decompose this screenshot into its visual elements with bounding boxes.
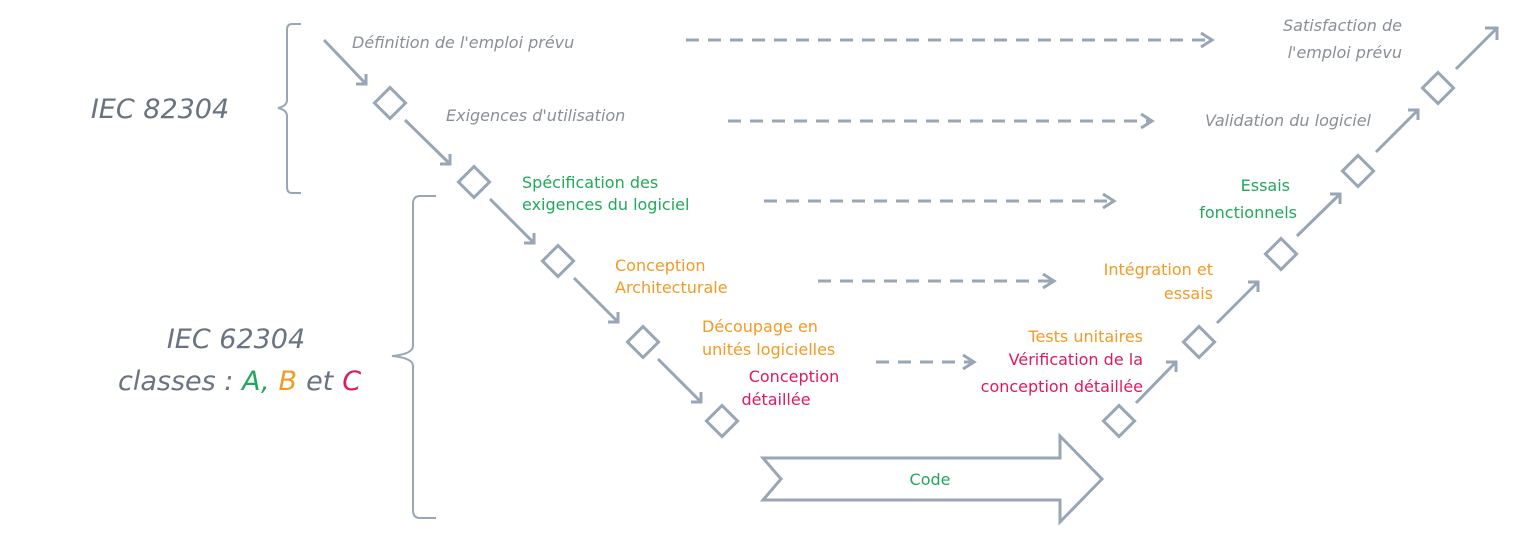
left-arrowhead-4 [608, 312, 620, 324]
right-arrowhead-2 [1248, 280, 1260, 292]
spec-label-line1: Spécification des [522, 173, 658, 192]
definition-label: Définition de l'emploi prévu [352, 33, 574, 52]
brace-iec82304 [277, 23, 301, 194]
essais-fonct-label-line1: Essais [1241, 176, 1290, 195]
decoupage-label-line1: Découpage en [702, 317, 818, 336]
right-arrow-1 [1134, 360, 1178, 405]
left-arrow-2 [403, 118, 452, 166]
left-arrow-5 [656, 357, 703, 404]
right-diamond-1 [1101, 403, 1137, 439]
iec62304-label: IEC 62304 [167, 324, 305, 355]
left-diamond-1 [372, 85, 408, 121]
dashed-head-2 [1140, 112, 1155, 130]
dashed-head-4 [1042, 272, 1057, 290]
right-arrowhead-1 [1166, 360, 1178, 372]
satisfaction-label-line2: l'emploi prévu [1288, 43, 1402, 62]
conc-arch-label-line2: Architecturale [615, 278, 728, 297]
spec-label-line2: exigences du logiciel [522, 195, 689, 214]
decoupage-label-line2: unités logicielles [702, 340, 835, 359]
class-a: A, [240, 366, 270, 397]
exigences-label: Exigences d'utilisation [446, 106, 625, 125]
right-arrowhead-5 [1485, 26, 1499, 40]
dashed-links [686, 31, 1215, 371]
dashed-head-3 [1102, 192, 1117, 210]
left-arrowhead-1 [356, 74, 368, 86]
left-diamond-3 [540, 243, 576, 279]
right-arrow-2 [1215, 280, 1260, 325]
classes-prefix: classes : [118, 366, 242, 397]
class-c: C [342, 366, 361, 397]
right-diamond-5 [1420, 70, 1456, 106]
brace-iec62304 [391, 195, 436, 519]
left-arrow-4 [572, 276, 620, 324]
left-arrowhead-5 [691, 392, 703, 404]
code-label: Code [910, 470, 951, 489]
essais-fonct-label-line2: fonctionnels [1199, 203, 1297, 222]
left-arrow-3 [488, 197, 536, 245]
left-diamond-2 [456, 164, 492, 200]
validation-label: Validation du logiciel [1205, 111, 1372, 130]
left-diamond-4 [625, 324, 661, 360]
right-arrowhead-3 [1330, 192, 1342, 204]
conc-detail-label-line1: Conception [749, 367, 840, 386]
verification-label-line1: Vérification de la [1009, 350, 1143, 369]
integration-label-line1: Intégration et [1104, 260, 1213, 279]
integration-label-line2: essais [1164, 284, 1213, 303]
left-arrowhead-2 [440, 154, 452, 166]
right-arrowhead-4 [1408, 108, 1420, 120]
right-diamond-3 [1263, 236, 1299, 272]
dashed-head-5 [962, 353, 977, 371]
right-arrow-3 [1295, 192, 1342, 238]
dashed-head-1 [1200, 31, 1215, 49]
right-diamond-2 [1181, 324, 1217, 360]
left-arrowhead-3 [524, 233, 536, 245]
class-b: B [279, 366, 298, 397]
and-word: et [306, 366, 335, 397]
right-diamond-4 [1340, 153, 1376, 189]
code-arrow [759, 432, 1105, 526]
right-arrow-5 [1454, 26, 1499, 71]
left-leg [322, 38, 740, 439]
iec82304-label: IEC 82304 [91, 94, 229, 125]
left-diamond-5 [704, 403, 740, 439]
conc-arch-label-line1: Conception [615, 256, 706, 275]
conc-detail-label-line2: détaillée [741, 390, 810, 409]
satisfaction-label-line1: Satisfaction de [1283, 16, 1402, 35]
left-arrow-1 [322, 38, 368, 86]
verification-label-line2: conception détaillée [981, 377, 1143, 396]
tests-unitaires-label: Tests unitaires [1027, 327, 1143, 346]
right-leg [1101, 26, 1499, 439]
right-arrow-4 [1374, 108, 1420, 154]
